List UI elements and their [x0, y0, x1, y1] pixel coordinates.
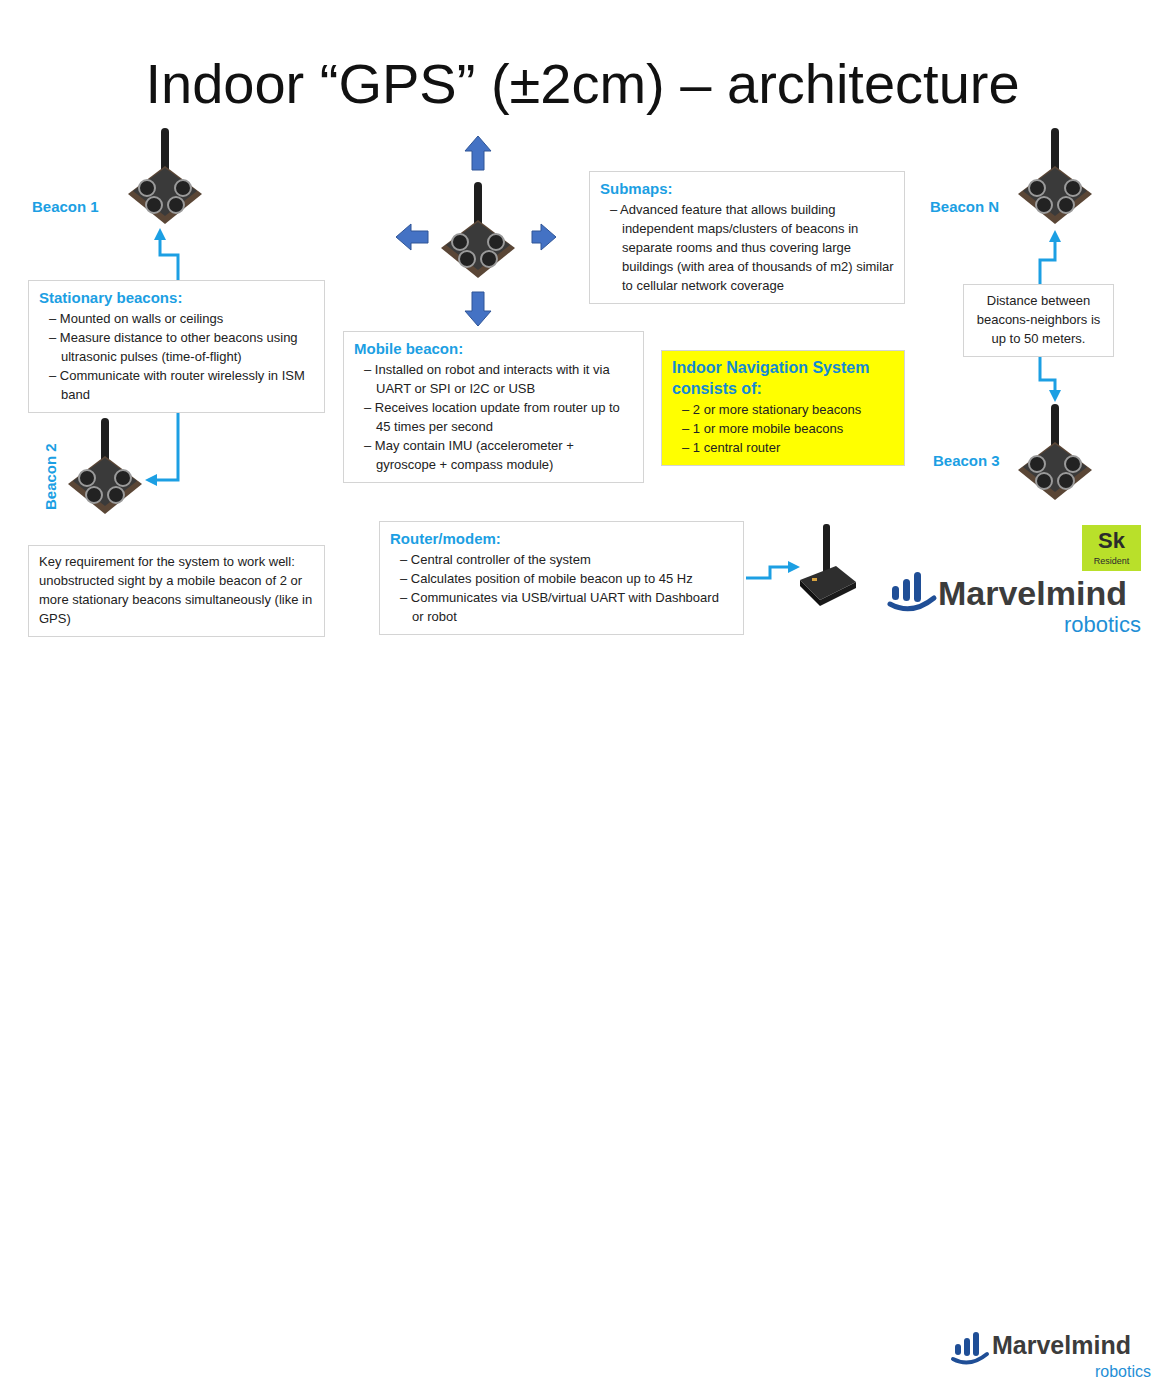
router-pointer [746, 567, 792, 578]
direction-arrow [396, 224, 428, 250]
beacon-image [128, 128, 202, 224]
logo-bar [903, 579, 910, 601]
bullet-item: – Installed on robot and interacts with … [354, 360, 633, 398]
info-box: Stationary beacons:– Mounted on walls or… [28, 280, 325, 413]
direction-arrow [465, 136, 491, 170]
beacon-unit: Beacon N [925, 128, 1095, 230]
logo-icon [890, 572, 934, 609]
mobile-beacon-image [441, 182, 515, 278]
logo-bar [955, 1344, 961, 1355]
badge-text: Sk [1082, 528, 1141, 554]
beacon-image [1018, 404, 1092, 500]
bullet-item: – Communicates via USB/virtual UART with… [390, 588, 733, 626]
direction-arrow [465, 292, 491, 326]
router-body [800, 580, 820, 606]
info-box: Distance between beacons-neighbors is up… [963, 284, 1114, 357]
beacon-unit: Beacon 1 [28, 130, 205, 228]
router-body [820, 582, 856, 606]
brand-name: Marvelmind [992, 1330, 1131, 1360]
beacon-label: Beacon 3 [933, 452, 1000, 470]
logo-arc [890, 598, 934, 609]
beacon-label: Beacon 1 [32, 198, 99, 216]
box-heading: Router/modem: [390, 528, 733, 549]
info-box: Submaps:– Advanced feature that allows b… [589, 171, 905, 304]
beacon-unit: Beacon 2 [38, 420, 145, 518]
beacon-label: Beacon 2 [42, 443, 60, 510]
info-box: Key requirement for the system to work w… [28, 545, 325, 637]
brand-name: Marvelmind [938, 573, 1127, 613]
connector-arrow [1040, 357, 1055, 394]
bullet-item: – Receives location update from router u… [354, 398, 633, 436]
brand-subtitle: robotics [992, 1362, 1151, 1382]
bullet-item: – 2 or more stationary beacons [672, 400, 894, 419]
router-port [812, 578, 817, 581]
logo-icon [953, 1332, 987, 1363]
bullet-item: – 1 central router [672, 438, 894, 457]
beacon-image [1018, 128, 1092, 224]
bullet-item: – Measure distance to other beacons usin… [39, 328, 314, 366]
badge-text: Resident [1082, 555, 1141, 567]
logo-bar [892, 586, 899, 600]
logo-bar [973, 1332, 979, 1356]
connector-arrow [153, 413, 178, 480]
router-antenna [823, 524, 830, 574]
bullet-item: – Central controller of the system [390, 550, 733, 569]
box-heading: Indoor Navigation System consists of: [672, 357, 894, 399]
router-body [800, 566, 856, 600]
connector-arrow [160, 236, 178, 280]
bullet-item: – Advanced feature that allows building … [600, 200, 894, 295]
logo-bar [914, 572, 921, 602]
diagram-title: Indoor “GPS” (±2cm) – architecture [0, 50, 1165, 118]
beacon-label: Beacon N [930, 198, 999, 216]
bullet-item: – 1 or more mobile beacons [672, 419, 894, 438]
box-text: Key requirement for the system to work w… [39, 552, 314, 628]
info-box: Mobile beacon:– Installed on robot and i… [343, 331, 644, 483]
info-box: Indoor Navigation System consists of:– 2… [661, 350, 905, 466]
beacon-unit: Beacon 3 [928, 402, 1095, 515]
logo-bar [964, 1338, 970, 1356]
bullet-item: – Calculates position of mobile beacon u… [390, 569, 733, 588]
box-heading: Submaps: [600, 178, 894, 199]
connector-arrow [1040, 238, 1055, 284]
logo-arc [953, 1354, 987, 1363]
box-heading: Mobile beacon: [354, 338, 633, 359]
resident-badge [1082, 525, 1141, 571]
info-box: Router/modem:– Central controller of the… [379, 521, 744, 635]
box-heading: Stationary beacons: [39, 287, 314, 308]
beacon-image [68, 418, 142, 514]
bullet-item: – Mounted on walls or ceilings [39, 309, 314, 328]
box-text: Distance between beacons-neighbors is up… [974, 291, 1103, 348]
brand-subtitle: robotics [940, 612, 1141, 638]
bullet-item: – Communicate with router wirelessly in … [39, 366, 314, 404]
direction-arrow [532, 224, 556, 250]
bullet-item: – May contain IMU (accelerometer + gyros… [354, 436, 633, 474]
